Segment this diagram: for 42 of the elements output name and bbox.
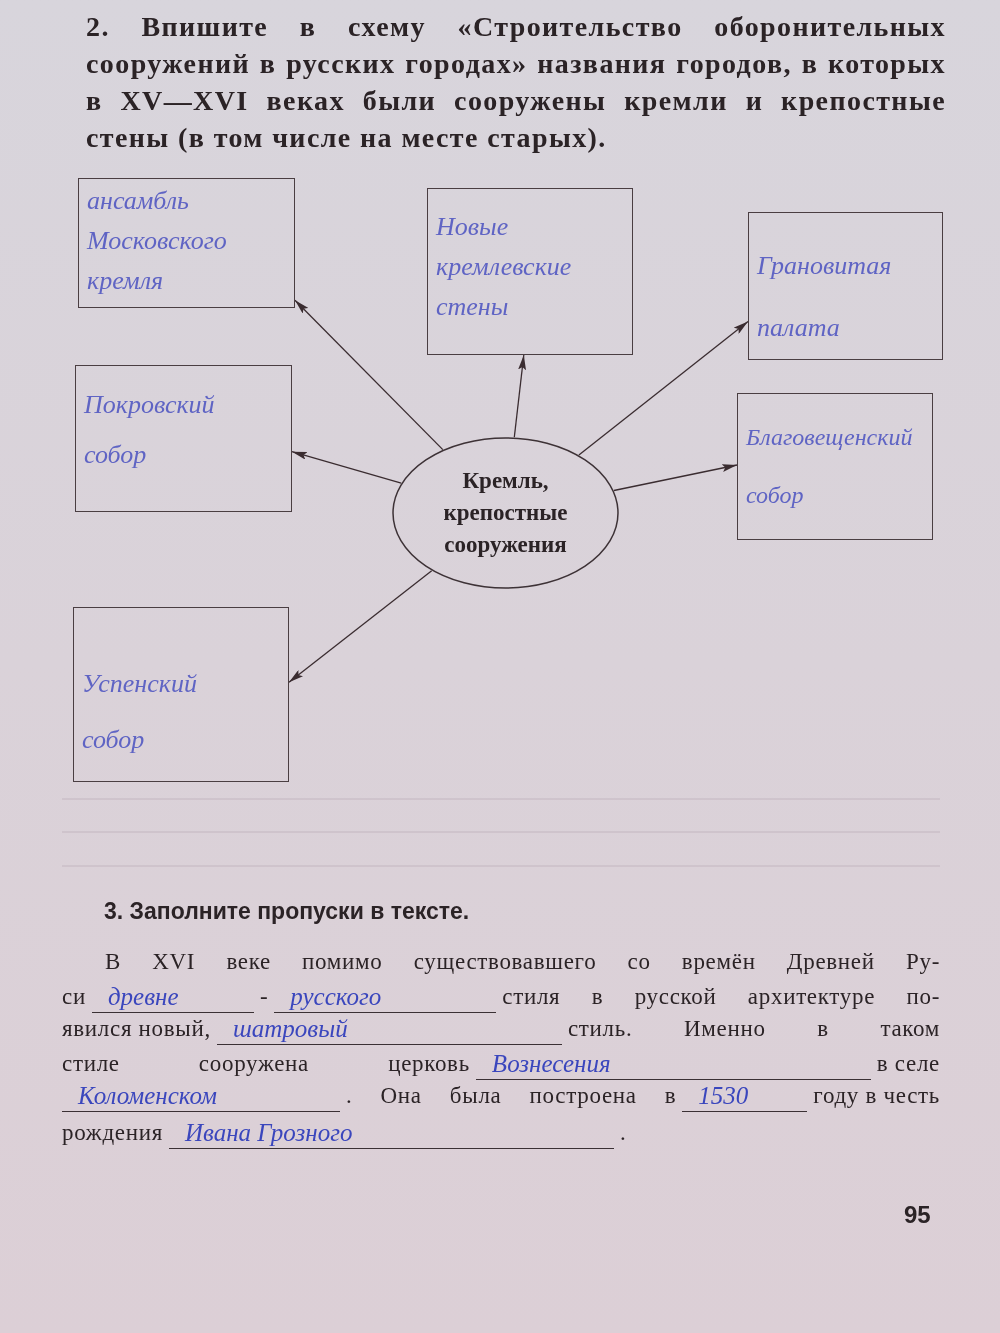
node-label: Кремль, крепостные сооружения bbox=[442, 467, 569, 559]
fill-in-line: шатровый bbox=[216, 1014, 562, 1045]
fill-in-line: древне bbox=[91, 982, 254, 1013]
arrow bbox=[513, 354, 527, 438]
task-heading: 3. Заполните пропуски в тексте. bbox=[104, 897, 470, 926]
schema-box bbox=[78, 178, 295, 308]
body-text: . Она была построена в bbox=[346, 1082, 677, 1110]
arrow bbox=[291, 451, 402, 484]
page-number: 95 bbox=[904, 1200, 931, 1230]
arrow bbox=[288, 570, 433, 683]
handwritten-text: ансамбль Московского кремля bbox=[87, 185, 228, 297]
body-text: в селе bbox=[876, 1050, 940, 1078]
schema-box bbox=[73, 607, 289, 782]
body-text: году в честь bbox=[813, 1082, 940, 1110]
handwritten-text: Успенский собор bbox=[82, 668, 198, 756]
fill-in-line: Вознесения bbox=[475, 1049, 871, 1080]
schema-box bbox=[737, 393, 933, 540]
body-text: си bbox=[62, 983, 86, 1011]
body-text: рождения bbox=[62, 1119, 163, 1147]
fill-in-line: 1530 bbox=[682, 1081, 808, 1112]
body-text: явился новый, bbox=[62, 1015, 211, 1043]
body-text: . bbox=[619, 1119, 627, 1147]
handwritten-text: Новые кремлевские стены bbox=[436, 211, 573, 323]
arrow bbox=[578, 320, 749, 456]
handwritten-text: Благовещенский собор bbox=[746, 423, 914, 510]
body-text: стиля в русской архитектуре по- bbox=[502, 983, 940, 1011]
body-text: - bbox=[259, 983, 269, 1011]
task-instruction: 2. Впишите в схему «Строительство оборонительных сооружений в русских городах» названия городов, в которых в XV—XVI веках были сооружены кремли и крепостные стены (в том числе на месте старых). bbox=[86, 10, 946, 155]
fill-in-line: Ивана Грозного bbox=[168, 1118, 614, 1149]
arrow bbox=[613, 464, 738, 492]
fill-in-line: Коломенском bbox=[62, 1081, 340, 1112]
handwritten-text: Покровский собор bbox=[84, 389, 216, 471]
fill-in-line: русского bbox=[274, 982, 497, 1013]
body-text: стиле сооружена церковь bbox=[62, 1050, 470, 1078]
body-text: стиль. Именно в таком bbox=[567, 1015, 940, 1043]
schema-box bbox=[75, 365, 292, 512]
arrow bbox=[294, 299, 444, 451]
body-text: В XVI веке помимо существовавшего со времён Древней Ру- bbox=[105, 948, 940, 976]
schema-box bbox=[427, 188, 633, 355]
ellipse-node bbox=[392, 437, 619, 589]
handwritten-text: Грановитая палата bbox=[757, 250, 893, 344]
schema-box bbox=[748, 212, 943, 360]
